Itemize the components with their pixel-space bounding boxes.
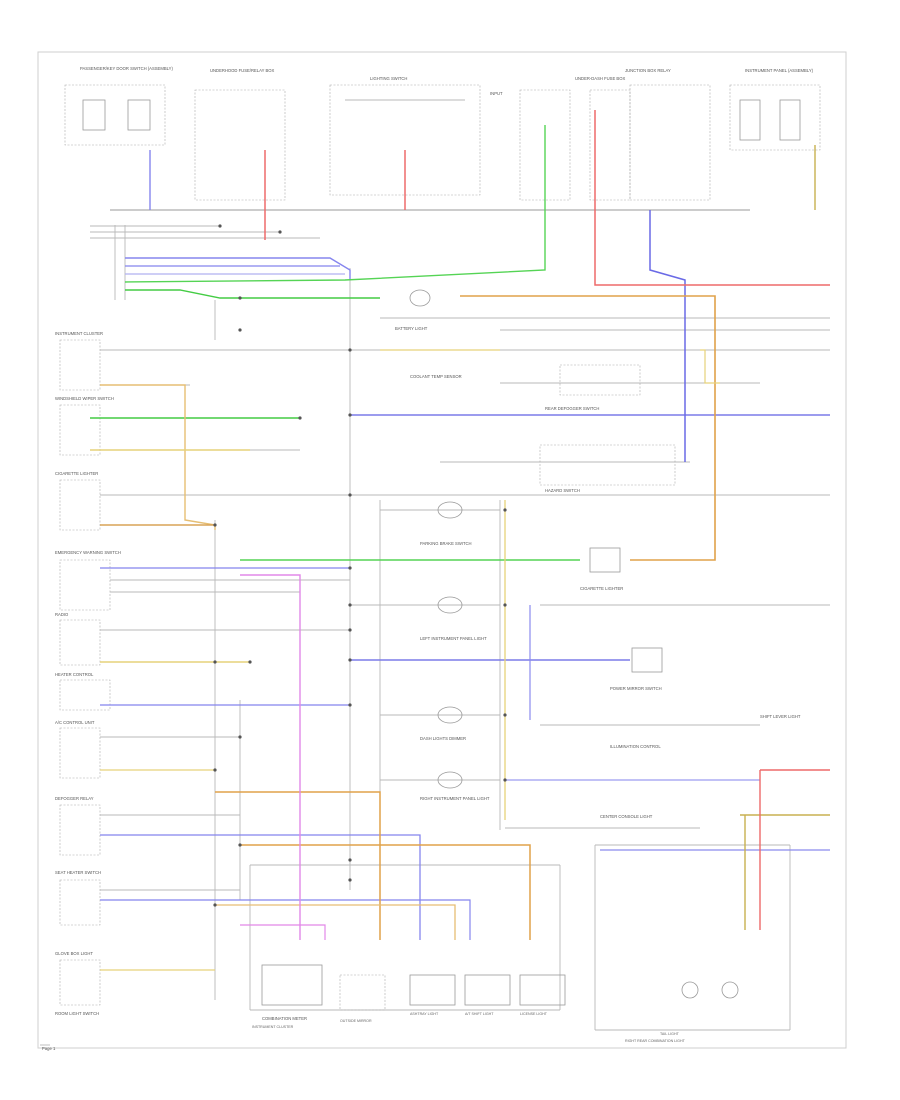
label-input: INPUT [490,91,503,96]
label-right-panel-light: RIGHT INSTRUMENT PANEL LIGHT [420,796,490,801]
label-instrument-panel: INSTRUMENT PANEL (ASSEMBLY) [745,68,814,73]
bottom-labels: COMBINATION METER INSTRUMENT CLUSTER OUT… [252,1012,686,1043]
label-ac-control: A/C CONTROL UNIT [55,720,95,725]
label-illumination-control: ILLUMINATION CONTROL [610,744,661,749]
label-right-rear-combo: RIGHT REAR COMBINATION LIGHT [625,1039,686,1043]
label-center-console-light: CENTER CONSOLE LIGHT [600,814,653,819]
middle-components [409,289,676,789]
label-seat-heater: SEAT HEATER SWITCH [55,870,101,875]
label-hazard-switch: HAZARD SWITCH [545,488,580,493]
label-heater-control: HEATER CONTROL [55,672,94,677]
label-rear-defogger-switch: REAR DEFOGGER SWITCH [545,406,599,411]
label-battery-light: BATTERY LIGHT [395,326,428,331]
label-emergency-switch: EMERGENCY WARNING SWITCH [55,550,121,555]
label-left-panel-light: LEFT INSTRUMENT PANEL LIGHT [420,636,487,641]
label-power-mirror-switch: POWER MIRROR SWITCH [610,686,662,691]
label-cigarette-lighter-right: CIGARETTE LIGHTER [580,586,623,591]
top-labels: PASSENGER/KEY DOOR SWITCH (ASSEMBLY) UND… [80,66,814,96]
gray-wiring [40,225,830,1046]
label-tail-light: TAIL LIGHT [660,1032,680,1036]
label-shift-lever-light: SHIFT LEVER LIGHT [760,714,801,719]
label-combination-meter: COMBINATION METER [262,1016,307,1021]
label-lighting-switch: LIGHTING SWITCH [370,76,407,81]
left-components [59,339,111,1006]
label-coolant-temp: COOLANT TEMP SENSOR [410,374,462,379]
label-dash-dimmer: DASH LIGHTS DIMMER [420,736,466,741]
label-defogger-relay: DEFOGGER RELAY [55,796,94,801]
label-license-light: LICENSE LIGHT [520,1012,548,1016]
label-underhood-fuse-box: UNDERHOOD FUSE/RELAY BOX [210,68,275,73]
label-junction-box-relay: JUNCTION BOX RELAY [625,68,671,73]
colored-wiring [90,110,830,971]
right-labels: CIGARETTE LIGHTER POWER MIRROR SWITCH IL… [580,586,801,749]
label-instrument-cluster-bottom: INSTRUMENT CLUSTER [252,1025,294,1029]
diagram-frame [37,51,847,1049]
label-underdash-fuse-box: UNDER-DASH FUSE BOX [575,76,625,81]
label-radio: RADIO [55,612,69,617]
middle-labels: BATTERY LIGHT COOLANT TEMP SENSOR REAR D… [395,326,653,819]
top-components [64,84,821,211]
label-wiper-switch: WINDSHIELD WIPER SWITCH [55,396,114,401]
label-room-light-switch: ROOM LIGHT SWITCH [55,1011,99,1016]
label-instrument-cluster: INSTRUMENT CLUSTER [55,331,103,336]
bottom-components [261,964,739,1011]
page-footer: Page 1 [42,1046,56,1051]
label-glove-box-light: GLOVE BOX LIGHT [55,951,93,956]
connector-dots [213,224,507,907]
label-parking-brake: PARKING BRAKE SWITCH [420,541,472,546]
label-outside-mirror: OUTSIDE MIRROR [340,1019,372,1023]
label-passenger-door-switch: PASSENGER/KEY DOOR SWITCH (ASSEMBLY) [80,66,173,71]
left-labels: INSTRUMENT CLUSTER WINDSHIELD WIPER SWIT… [55,331,121,1016]
label-at-shift-light: A/T SHIFT LIGHT [465,1012,494,1016]
label-cigarette-lighter-left: CIGARETTE LIGHTER [55,471,98,476]
label-ashtray-light: ASHTRAY LIGHT [410,1012,439,1016]
